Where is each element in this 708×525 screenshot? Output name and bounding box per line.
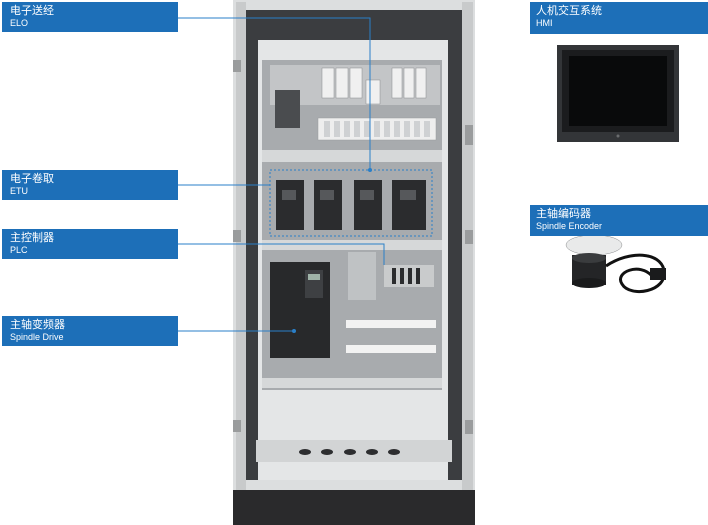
label-spindle-drive-zh: 主轴变频器 bbox=[10, 319, 65, 331]
spindle-encoder-device bbox=[565, 234, 666, 293]
label-elo-zh: 电子送经 bbox=[10, 5, 54, 17]
label-plc-en: PLC bbox=[10, 245, 28, 255]
label-spindle-encoder-en: Spindle Encoder bbox=[536, 221, 603, 231]
label-hmi: 人机交互系统 HMI bbox=[530, 2, 708, 34]
power-supply bbox=[348, 252, 376, 300]
label-spindle-encoder: 主轴编码器 Spindle Encoder bbox=[530, 205, 708, 236]
label-etu-zh: 电子卷取 bbox=[10, 173, 54, 185]
hmi-device bbox=[557, 45, 679, 142]
label-spindle-drive: 主轴变频器 Spindle Drive bbox=[2, 316, 178, 346]
label-elo: 电子送经 ELO bbox=[2, 2, 178, 32]
leader-lines bbox=[178, 17, 385, 332]
etu-drives bbox=[276, 180, 426, 230]
label-hmi-en: HMI bbox=[536, 18, 553, 28]
label-etu-en: ETU bbox=[10, 186, 28, 196]
label-spindle-encoder-zh: 主轴编码器 bbox=[536, 208, 591, 220]
main-breaker bbox=[275, 90, 300, 128]
label-hmi-zh: 人机交互系统 bbox=[536, 5, 602, 17]
label-etu: 电子卷取 ETU bbox=[2, 170, 178, 200]
cabinet-base bbox=[233, 490, 475, 525]
label-spindle-drive-en: Spindle Drive bbox=[10, 332, 64, 342]
label-plc-zh: 主控制器 bbox=[10, 232, 54, 244]
label-plc: 主控制器 PLC bbox=[2, 229, 178, 259]
label-elo-en: ELO bbox=[10, 18, 29, 28]
